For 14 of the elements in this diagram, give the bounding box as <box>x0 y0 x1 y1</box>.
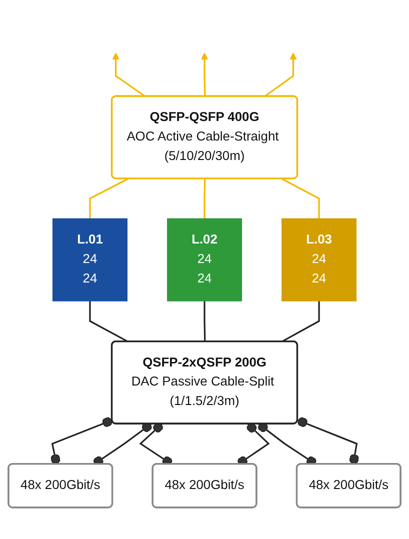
connector <box>204 300 206 342</box>
node-box: L.02 24 24 <box>167 218 242 302</box>
connector <box>297 417 359 464</box>
connector <box>204 178 206 219</box>
connector <box>50 417 112 464</box>
arrow <box>200 52 208 97</box>
arrow <box>112 52 146 98</box>
arrow <box>264 52 297 98</box>
connector <box>89 178 128 219</box>
connector <box>281 178 320 219</box>
node-box: L.03 24 24 <box>282 218 357 302</box>
connector <box>89 300 128 342</box>
connector <box>281 300 320 342</box>
node-box: L.01 24 24 <box>52 218 128 302</box>
